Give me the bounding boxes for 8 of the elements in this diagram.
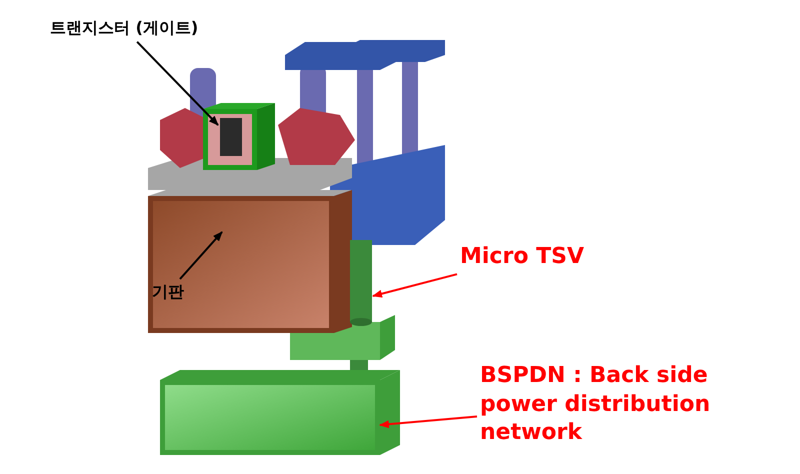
part-label: BSPDN : Back side power distribution network xyxy=(480,362,740,448)
leader-line xyxy=(372,273,458,298)
part-label: 기판 xyxy=(152,282,184,303)
part-label: Micro TSV xyxy=(460,243,584,272)
leader-line xyxy=(379,416,478,428)
part-label: 트랜지스터 (게이트) xyxy=(50,18,198,39)
leader-line xyxy=(136,41,219,126)
leader-line xyxy=(179,231,223,280)
